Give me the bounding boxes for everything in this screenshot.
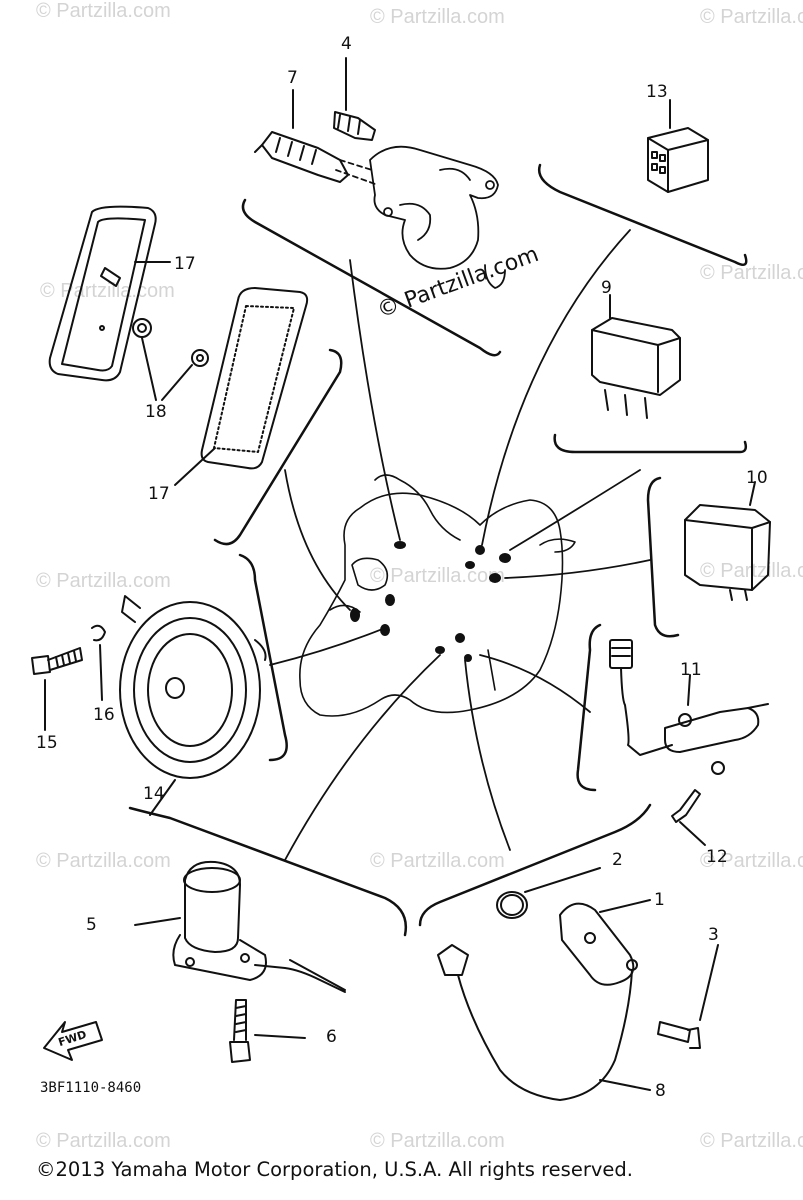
callout-10: 10 bbox=[746, 468, 768, 488]
fwd-arrow bbox=[43, 1021, 103, 1061]
watermark: © Partzilla.com bbox=[36, 850, 171, 872]
callout-2: 2 bbox=[612, 850, 623, 870]
part-5-pump bbox=[134, 860, 346, 993]
part-6-bolt bbox=[229, 999, 306, 1063]
watermark: © Partzilla.com bbox=[700, 1130, 803, 1152]
callout-16: 16 bbox=[93, 705, 115, 725]
part-3-bolt bbox=[657, 944, 719, 1049]
callout-15: 15 bbox=[36, 733, 58, 753]
housing-assembly bbox=[335, 145, 506, 289]
connectors bbox=[350, 541, 511, 662]
watermark: © Partzilla.com bbox=[370, 850, 505, 872]
watermark: © Partzilla.com bbox=[700, 6, 803, 28]
part-15-bolt bbox=[31, 647, 83, 731]
callout-11: 11 bbox=[680, 660, 702, 680]
part-8-lead-wire bbox=[437, 944, 651, 1101]
watermark: © Partzilla.com bbox=[370, 1130, 505, 1152]
part-10-relay bbox=[684, 481, 771, 601]
watermark: © Partzilla.com bbox=[36, 570, 171, 592]
callout-6: 6 bbox=[326, 1027, 337, 1047]
part-1-sensor bbox=[559, 899, 651, 986]
engine-outline bbox=[299, 474, 576, 717]
part-13-relay bbox=[647, 99, 709, 193]
part-12-screw bbox=[671, 789, 706, 846]
callout-5: 5 bbox=[86, 915, 97, 935]
callout-14: 14 bbox=[143, 784, 165, 804]
part-7-spark-plug bbox=[254, 89, 349, 183]
part-17-reflector-right bbox=[174, 287, 309, 486]
callout-9: 9 bbox=[601, 278, 612, 298]
watermark: © Partzilla.com bbox=[700, 262, 803, 284]
watermark: © Partzilla.com bbox=[36, 1130, 171, 1152]
part-17-reflector-left bbox=[48, 205, 171, 382]
watermark: © Partzilla.com bbox=[370, 6, 505, 28]
routing-lines bbox=[269, 229, 651, 861]
part-16-washer bbox=[91, 624, 106, 701]
group-brackets bbox=[128, 163, 748, 937]
part-11-switch bbox=[609, 639, 769, 775]
callout-17-bottom: 17 bbox=[148, 484, 170, 504]
callout-12: 12 bbox=[706, 847, 728, 867]
watermark: © Partzilla.com bbox=[36, 0, 171, 22]
callout-4: 4 bbox=[341, 34, 352, 54]
part-2-o-ring bbox=[496, 867, 601, 919]
diagram-code: 3BF1110-8460 bbox=[40, 1080, 142, 1096]
callout-13: 13 bbox=[646, 82, 668, 102]
part-4-plug bbox=[333, 57, 376, 141]
callout-17-top: 17 bbox=[174, 254, 196, 274]
callout-8: 8 bbox=[655, 1081, 666, 1101]
callout-18: 18 bbox=[145, 402, 167, 422]
callout-3: 3 bbox=[708, 925, 719, 945]
part-18-nuts bbox=[100, 267, 209, 401]
watermark: © Partzilla.com bbox=[370, 565, 505, 587]
callout-1: 1 bbox=[654, 890, 665, 910]
part-14-horn bbox=[119, 595, 267, 816]
callout-7: 7 bbox=[287, 68, 298, 88]
copyright-notice: ©2013 Yamaha Motor Corporation, U.S.A. A… bbox=[36, 1158, 633, 1181]
watermark: © Partzilla.com bbox=[700, 850, 803, 872]
part-9-relay bbox=[591, 294, 681, 419]
